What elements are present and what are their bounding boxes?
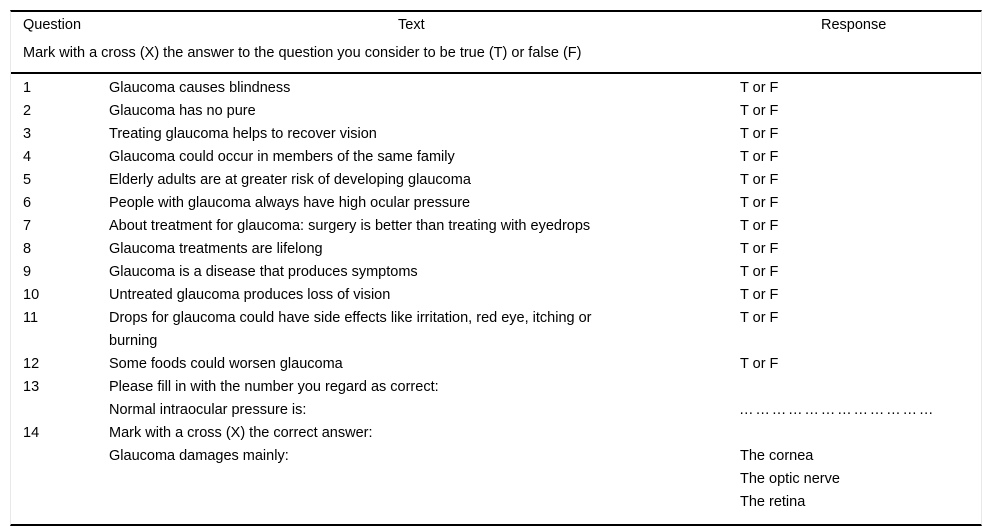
row-number: 12	[23, 356, 40, 372]
row-text: Treating glaucoma helps to recover visio…	[109, 126, 377, 142]
row-text-line-1: Mark with a cross (X) the correct answer…	[109, 425, 373, 441]
row-response[interactable]: T or F	[740, 126, 779, 142]
row-number: 6	[23, 195, 32, 211]
row-response[interactable]: T or F	[740, 195, 779, 211]
column-header-text: Text	[398, 17, 425, 33]
table-row-fill-in: 13 Please fill in with the number you re…	[11, 376, 981, 422]
table-row: 8 Glaucoma treatments are lifelong T or …	[11, 238, 981, 261]
table-row: 7 About treatment for glaucoma: surgery …	[11, 215, 981, 238]
table-row: 6 People with glaucoma always have high …	[11, 192, 981, 215]
table-row: 9 Glaucoma is a disease that produces sy…	[11, 261, 981, 284]
row-text: Elderly adults are at greater risk of de…	[109, 172, 471, 188]
row-text-line-1: Please fill in with the number you regar…	[109, 379, 439, 395]
row-text: Drops for glaucoma could have side effec…	[109, 310, 592, 349]
table-row: 3 Treating glaucoma helps to recover vis…	[11, 123, 981, 146]
column-header-question: Question	[23, 17, 82, 33]
table-row-multiple-choice: 14 Mark with a cross (X) the correct ans…	[11, 422, 981, 514]
row-response[interactable]: T or F	[740, 264, 779, 280]
row-response[interactable]: T or F	[740, 149, 779, 165]
row-text-line-2: Glaucoma damages mainly:	[109, 448, 289, 464]
answer-option-list: The cornea The optic nerve The retina	[740, 445, 840, 514]
row-text-line-2: Normal intraocular pressure is:	[109, 402, 307, 418]
row-number: 4	[23, 149, 32, 165]
table-header: Question Text Response Mark with a cross…	[11, 12, 981, 74]
row-number: 1	[23, 80, 32, 96]
table-row: 1 Glaucoma causes blindness T or F	[11, 77, 981, 100]
row-text: Glaucoma could occur in members of the s…	[109, 149, 455, 165]
row-number: 14	[23, 425, 40, 441]
row-number: 11	[23, 310, 39, 326]
row-response[interactable]: T or F	[740, 287, 779, 303]
row-number: 2	[23, 103, 32, 119]
table-row: 2 Glaucoma has no pure T or F	[11, 100, 981, 123]
row-text: Glaucoma has no pure	[109, 103, 256, 119]
row-response[interactable]: T or F	[740, 241, 779, 257]
table-instruction: Mark with a cross (X) the answer to the …	[23, 45, 582, 61]
table-row: 5 Elderly adults are at greater risk of …	[11, 169, 981, 192]
table-body: 1 Glaucoma causes blindness T or F 2 Gla…	[11, 74, 981, 524]
row-text: Glaucoma is a disease that produces symp…	[109, 264, 418, 280]
row-number: 7	[23, 218, 32, 234]
fill-in-blank-field[interactable]: ………………………………	[739, 402, 936, 418]
row-response[interactable]: T or F	[740, 310, 779, 326]
column-header-response: Response	[821, 17, 887, 33]
row-response[interactable]: T or F	[740, 172, 779, 188]
row-text: Glaucoma causes blindness	[109, 80, 291, 96]
row-number: 3	[23, 126, 32, 142]
row-number: 9	[23, 264, 32, 280]
row-text: Untreated glaucoma produces loss of visi…	[109, 287, 391, 303]
questionnaire-table: Question Text Response Mark with a cross…	[10, 10, 982, 526]
row-text: About treatment for glaucoma: surgery is…	[109, 218, 591, 234]
row-number: 5	[23, 172, 32, 188]
table-row: 12 Some foods could worsen glaucoma T or…	[11, 353, 981, 376]
answer-option-cornea[interactable]: The cornea	[740, 448, 814, 464]
table-row: 4 Glaucoma could occur in members of the…	[11, 146, 981, 169]
table-row: 10 Untreated glaucoma produces loss of v…	[11, 284, 981, 307]
row-response[interactable]: T or F	[740, 356, 779, 372]
row-number: 10	[23, 287, 40, 303]
table-row: 11 Drops for glaucoma could have side ef…	[11, 307, 981, 353]
row-text: People with glaucoma always have high oc…	[109, 195, 471, 211]
row-text: Some foods could worsen glaucoma	[109, 356, 343, 372]
answer-option-optic-nerve[interactable]: The optic nerve	[740, 471, 840, 487]
row-response[interactable]: T or F	[740, 218, 779, 234]
row-number: 13	[23, 379, 40, 395]
row-text: Glaucoma treatments are lifelong	[109, 241, 323, 257]
row-response[interactable]: T or F	[740, 103, 779, 119]
row-number: 8	[23, 241, 32, 257]
table-header-row: Question Text Response	[11, 12, 981, 39]
answer-option-retina[interactable]: The retina	[740, 494, 806, 510]
row-response[interactable]: T or F	[740, 80, 779, 96]
